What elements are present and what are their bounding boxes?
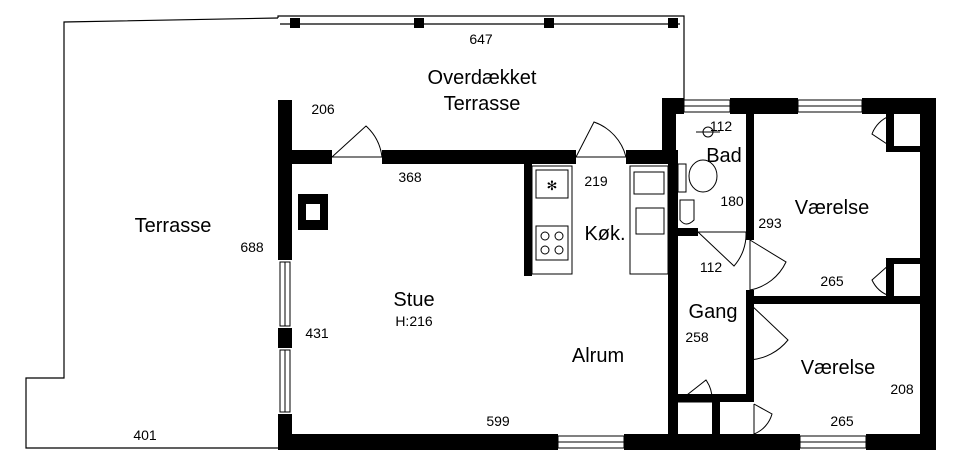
door-closet — [677, 379, 713, 403]
dim-living-top: 368 — [398, 169, 422, 185]
wall-bath-east — [746, 110, 754, 240]
dim-hall-width: 112 — [700, 259, 723, 275]
wall-bath-south — [676, 228, 698, 236]
post — [414, 18, 424, 28]
toilet-icon — [688, 159, 718, 193]
dim-bedroom-bottom-depth: 208 — [890, 381, 914, 397]
door-bedroom-top — [749, 239, 787, 291]
wall-terrace-3 — [626, 150, 678, 164]
hall-label: Gang — [689, 301, 738, 323]
dim-bath-depth: 180 — [720, 193, 744, 209]
door-closet-2 — [753, 403, 773, 435]
wall-terrace-1 — [278, 150, 332, 164]
bedroom-top-label: Værelse — [795, 197, 869, 219]
wall-wardrobe-bottom — [886, 258, 924, 264]
sink-icon — [635, 207, 665, 235]
door-wardrobe-top — [871, 115, 891, 147]
dim-living-width: 599 — [486, 413, 510, 429]
wall-west-upper — [278, 100, 292, 260]
dim-living-depth: 431 — [305, 325, 329, 341]
bedroom-bottom-label: Værelse — [801, 357, 875, 379]
fan-glyph: ✻ — [547, 178, 558, 193]
kitchen-label: Køk. — [584, 223, 625, 245]
bath-label: Bad — [706, 145, 742, 167]
covered-terrace-label-2: Terrasse — [444, 93, 521, 115]
dim-bedroom-top-width: 265 — [820, 273, 844, 289]
dish-rack-icon — [633, 171, 665, 195]
dim-hall-depth: 258 — [685, 329, 709, 345]
wall-east — [920, 98, 936, 450]
fan-icon — [535, 169, 569, 199]
wall-bedrooms-divider — [754, 296, 924, 304]
living-label: Stue — [393, 289, 434, 311]
stove-icon — [535, 225, 569, 261]
dim-bedroom-bottom-width: 265 — [830, 413, 854, 429]
covered-terrace-outline — [277, 15, 685, 100]
post — [290, 18, 300, 28]
dim-terrace-width: 401 — [133, 427, 157, 443]
dim-bath-width: 112 — [710, 118, 733, 134]
door-wardrobe-bottom — [871, 263, 891, 297]
dim-terrace-depth: 688 — [240, 239, 264, 255]
living-height: H:216 — [395, 313, 433, 329]
sunroom-label: Alrum — [572, 345, 624, 367]
post — [544, 18, 554, 28]
door-bedroom-bottom — [749, 303, 789, 361]
dim-covered-terrace-width: 647 — [469, 31, 493, 47]
door-terrace-2 — [575, 121, 627, 158]
dim-covered-terrace-depth: 206 — [311, 101, 335, 117]
door-bath — [697, 231, 747, 267]
door-terrace-1 — [331, 125, 383, 158]
wall-north-2 — [862, 98, 936, 114]
kitchen-wall — [524, 164, 532, 276]
wall-terrace-2 — [382, 150, 576, 164]
wall-closet — [712, 394, 720, 438]
wall-bath-west — [662, 98, 676, 164]
wall-south-3 — [866, 434, 936, 450]
post — [668, 18, 678, 28]
dim-bedroom-top-depth: 293 — [758, 215, 782, 231]
covered-terrace-label: Overdækket — [428, 67, 537, 89]
dim-kitchen-width: 219 — [584, 173, 608, 189]
basin-icon — [679, 199, 695, 225]
wall-north-1 — [730, 98, 798, 114]
terrace-outline — [25, 17, 279, 449]
terrace-label: Terrasse — [135, 215, 212, 237]
wall-wardrobe-top-b — [886, 146, 924, 152]
wall-south-1 — [278, 434, 558, 450]
wall-living-east — [668, 150, 678, 450]
